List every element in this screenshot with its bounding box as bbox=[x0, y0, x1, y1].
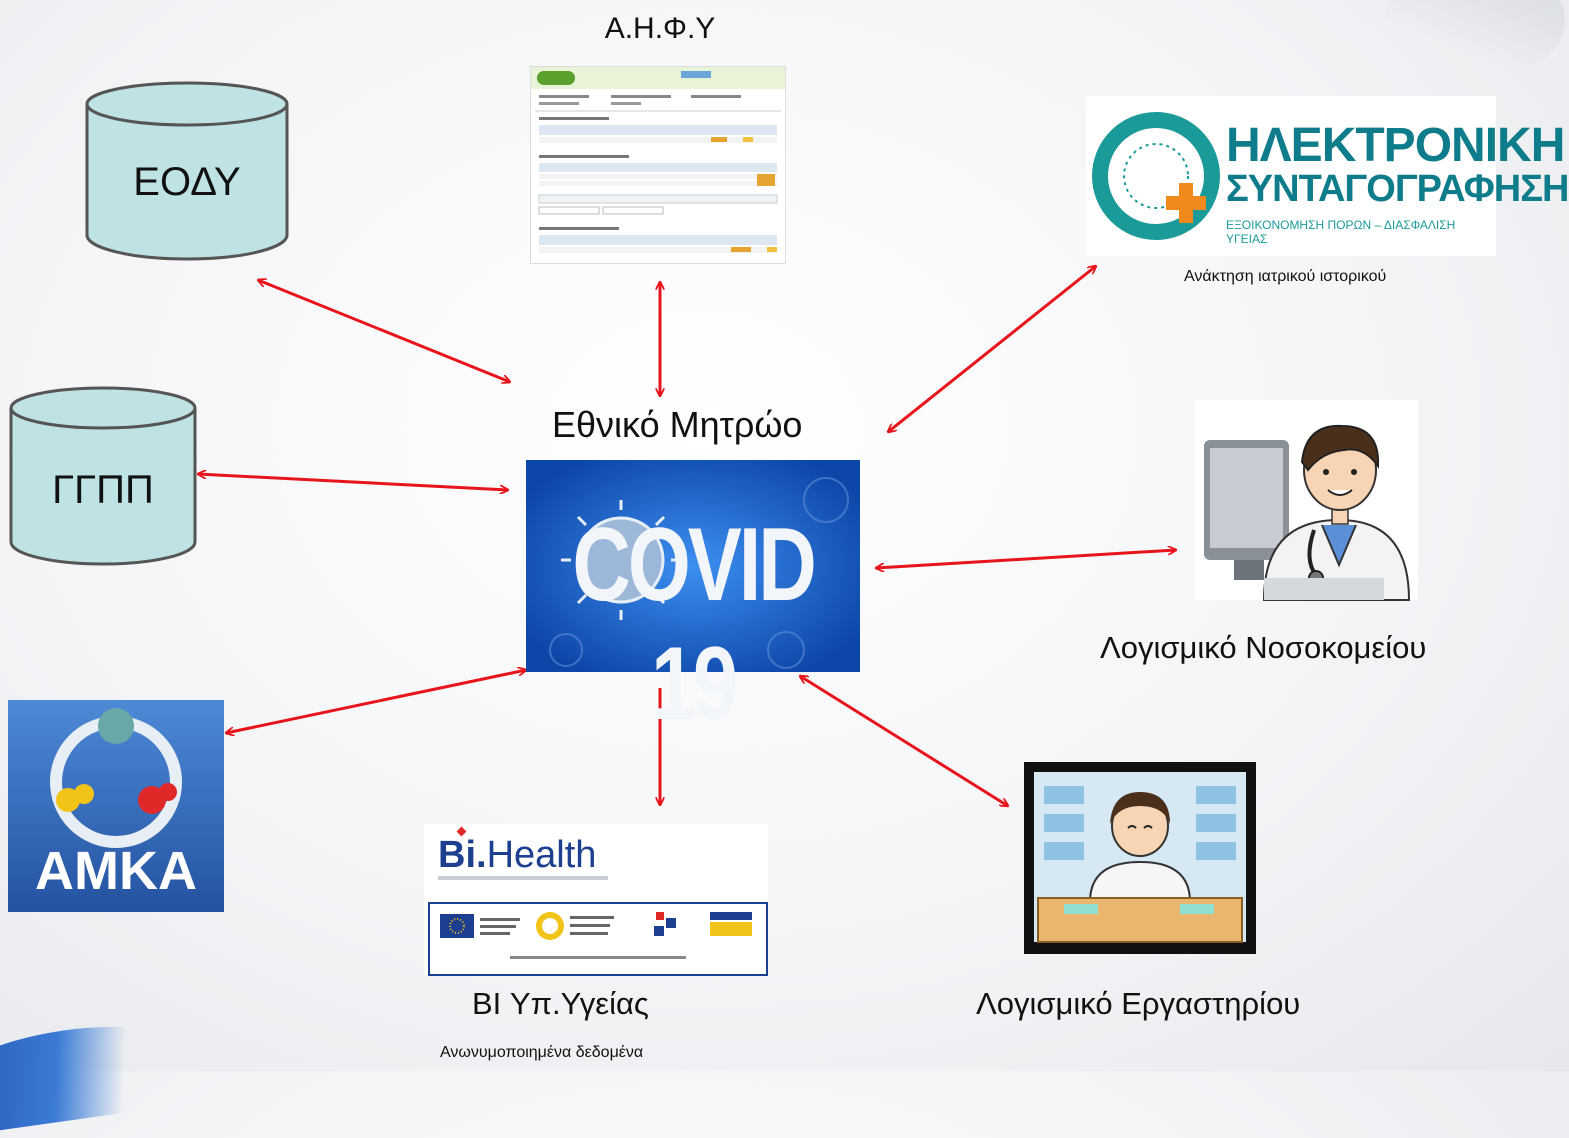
amka-emblem-icon bbox=[8, 700, 224, 912]
covid19-graphic bbox=[526, 460, 860, 672]
eody-database-icon bbox=[85, 81, 289, 261]
bi-health-logo: Bi.Health bbox=[424, 824, 768, 976]
bi-label: BI Υπ.Υγείας bbox=[472, 986, 649, 1021]
doctor-at-computer-icon bbox=[1194, 400, 1418, 601]
ggpp-database-icon bbox=[9, 386, 197, 566]
arrow-eprescription bbox=[888, 266, 1096, 432]
hospital-label: Λογισμικό Νοσοκομείου bbox=[1100, 630, 1427, 665]
eprescription-logo: ΗΛΕΚΤΡΟΝΙΚΗ ΣΥΝΤΑΓΟΓΡΑΦΗΣΗ ΕΞΟΙΚΟΝΟΜΗΣΗ … bbox=[1086, 96, 1569, 256]
eprescription-emblem bbox=[1092, 112, 1220, 240]
hospital-doctor-illustration bbox=[1194, 400, 1418, 601]
bi-caption: Ανωνυμοποιημένα δεδομένα bbox=[440, 1044, 644, 1061]
virus-particle-icon bbox=[561, 500, 681, 620]
ahfy-screenshot bbox=[530, 66, 786, 264]
arrow-amka bbox=[226, 670, 526, 733]
bi-logo-main: Bi.Health bbox=[438, 834, 596, 877]
covid19-logo: COVID 19 bbox=[526, 460, 860, 742]
amka-logo-text: ΑΜΚΑ bbox=[35, 841, 197, 901]
arrow-hospital bbox=[876, 550, 1176, 568]
pharmacist-at-counter-icon bbox=[1034, 772, 1246, 943]
arrow-eody bbox=[258, 280, 510, 382]
bi-logo-health: Health bbox=[486, 834, 597, 876]
lab-label: Λογισμικό Εργαστηρίου bbox=[976, 986, 1301, 1021]
eprescription-logo-line1: ΗΛΕΚΤΡΟΝΙΚΗ bbox=[1226, 119, 1565, 172]
bi-logo-tagline-bar bbox=[438, 876, 608, 880]
ahfy-screenshot-graphic bbox=[531, 67, 785, 253]
center-title: Εθνικό Μητρώο bbox=[552, 404, 803, 445]
ggpp-label: ΓΓΠΠ bbox=[52, 468, 154, 512]
connector-arrows bbox=[0, 0, 1525, 1071]
eody-label: ΕΟΔΥ bbox=[133, 160, 241, 204]
funding-logos-graphic bbox=[440, 912, 752, 959]
eprescription-caption: Ανάκτηση ιατρικού ιστορικού bbox=[1184, 268, 1387, 285]
eprescription-logo-tagline: ΕΞΟΙΚΟΝΟΜΗΣΗ ΠΟΡΩΝ – ΔΙΑΣΦΑΛΙΣΗ ΥΓΕΙΑΣ bbox=[1226, 218, 1456, 246]
arrow-ggpp bbox=[198, 474, 508, 490]
lab-pharmacist-illustration bbox=[1024, 762, 1256, 954]
covid19-logo-text: COVID 19 bbox=[572, 507, 816, 742]
ahfy-title: Α.Η.Φ.Υ bbox=[604, 12, 716, 45]
arrow-lab bbox=[800, 676, 1008, 806]
amka-logo: ΑΜΚΑ bbox=[8, 700, 224, 912]
bi-funding-banner bbox=[428, 902, 768, 976]
bi-logo-bi: Bi. bbox=[438, 834, 487, 876]
eprescription-logo-line2: ΣΥΝΤΑΓΟΓΡΑΦΗΣΗ bbox=[1226, 168, 1569, 210]
